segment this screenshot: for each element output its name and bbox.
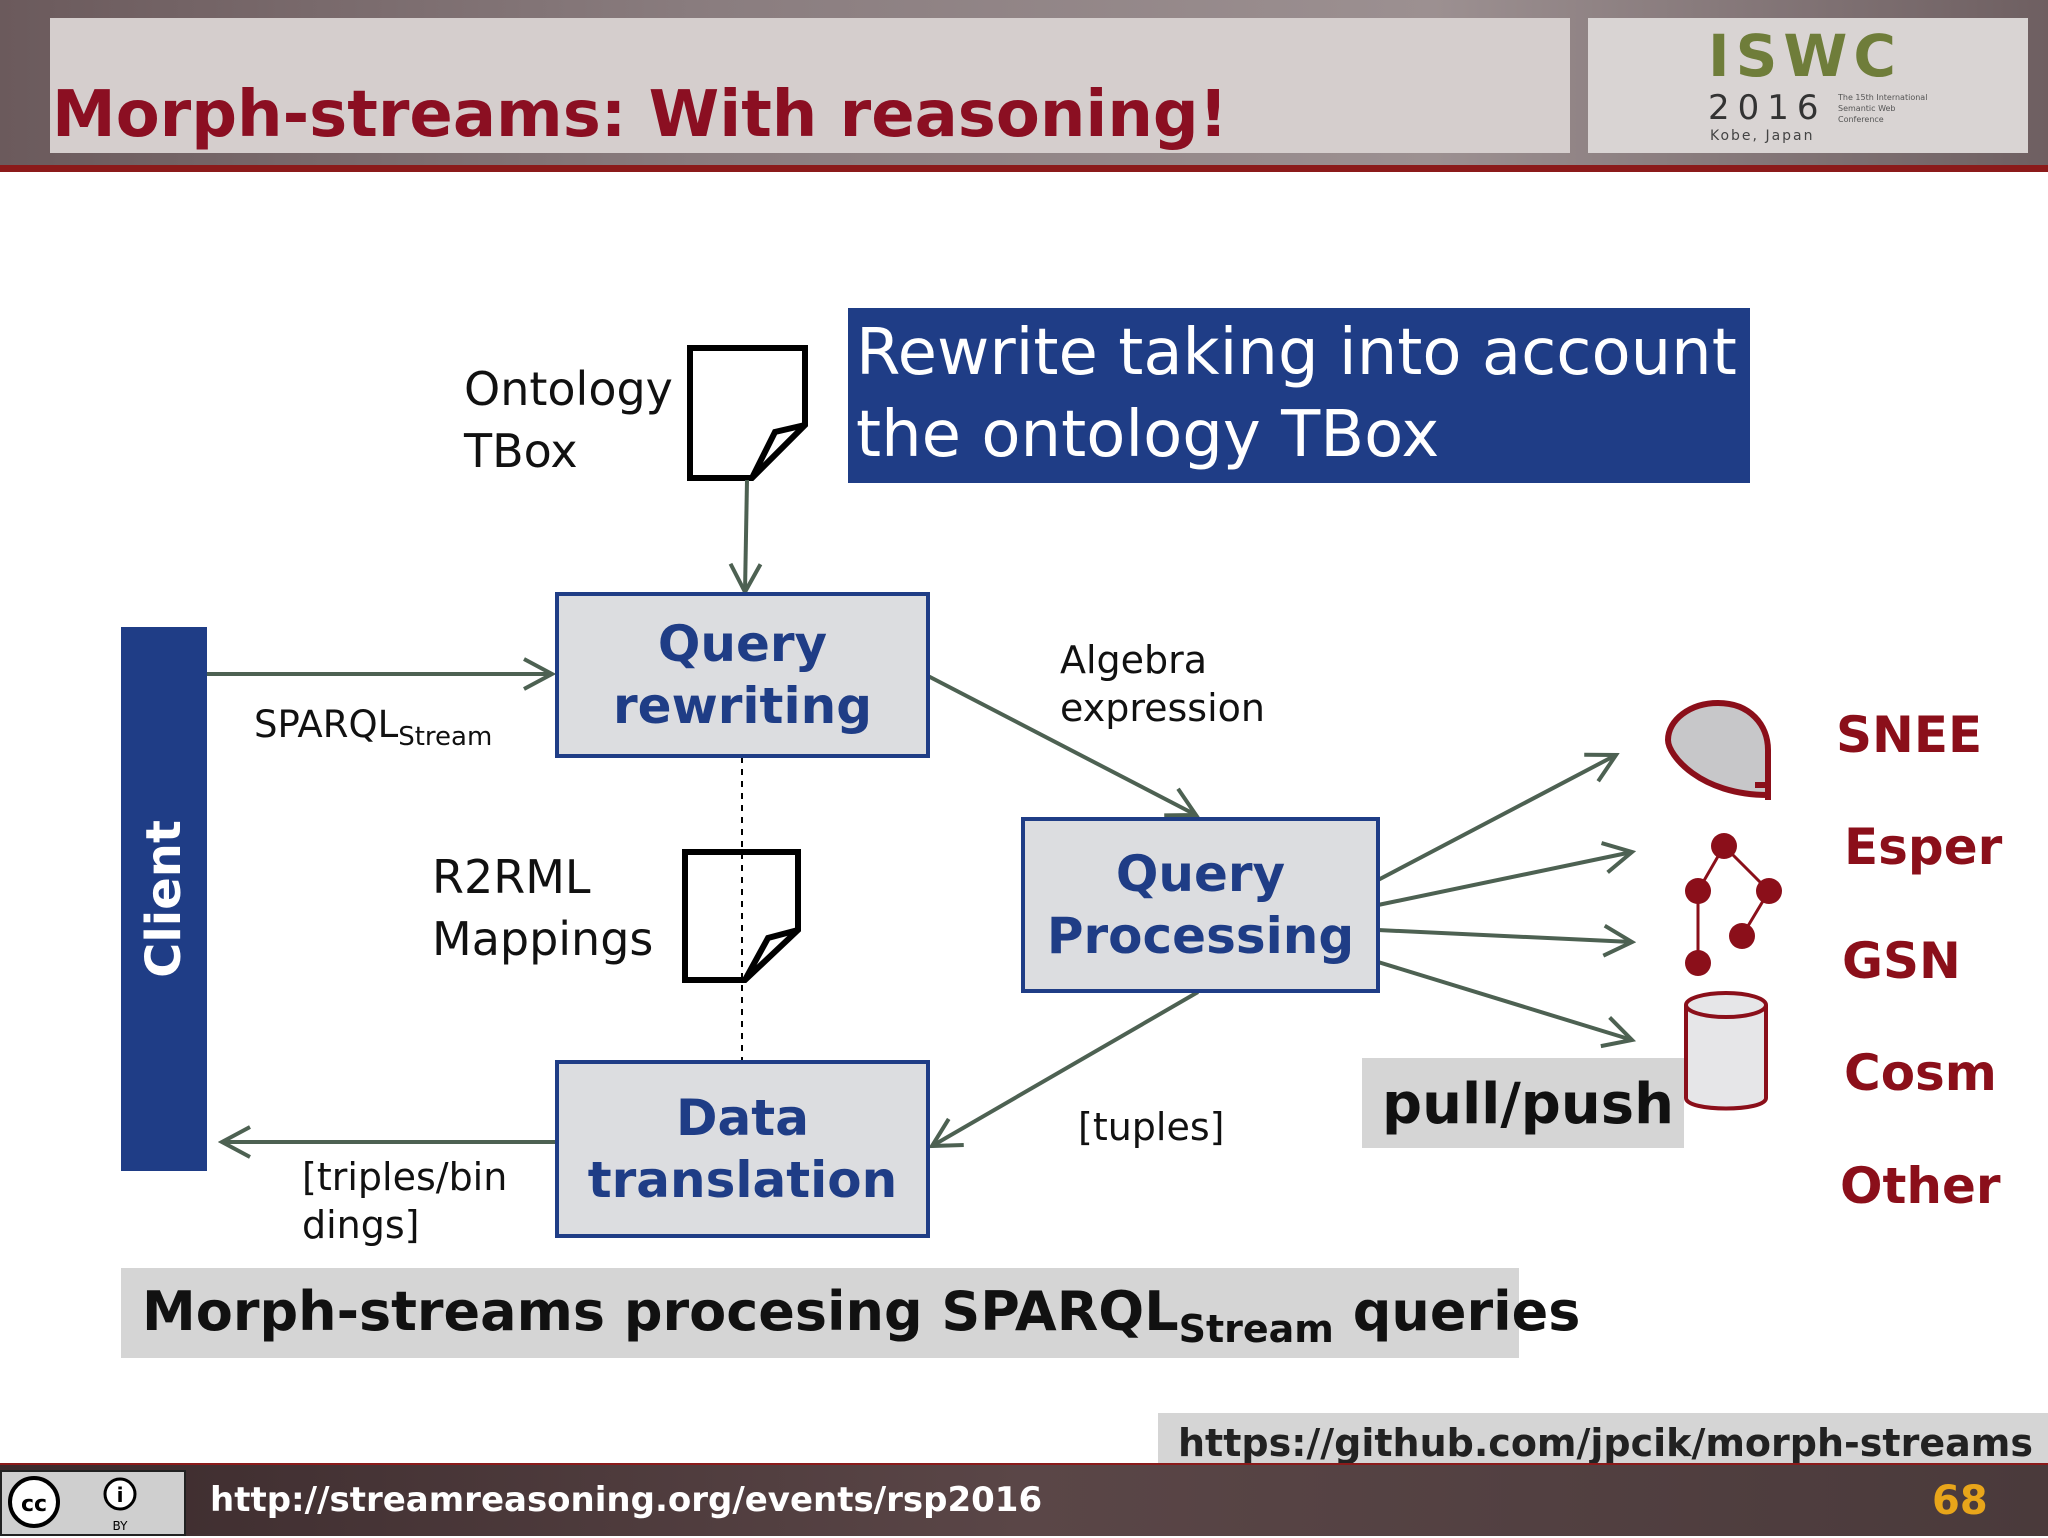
logo-year: 2016 (1708, 88, 1827, 128)
caption-main: Morph-streams procesing SPARQL (142, 1280, 1179, 1343)
logo-letters: ISWC (1708, 22, 1902, 90)
mappings-label: Mappings (432, 912, 654, 966)
engine-cosm: Cosm (1844, 1044, 1997, 1102)
ontology-document-icon (687, 345, 808, 481)
query-rewriting-label: Query rewriting (613, 615, 872, 735)
fanout-arrow-2 (1377, 852, 1632, 907)
callout-text: Rewrite taking into account the ontology… (856, 316, 1737, 472)
sparql-stream-label: SPARQLStream (254, 703, 492, 752)
client-label: Client (136, 820, 192, 978)
pull-push-label: pull/push (1382, 1072, 1674, 1137)
query-processing-box: Query Processing (1021, 817, 1380, 993)
svg-text:i: i (117, 1483, 124, 1507)
data-translation-box: Data translation (555, 1060, 930, 1238)
page-number: 68 (1932, 1478, 1988, 1524)
footer-background (0, 1465, 2048, 1536)
graph-nodes-icon (1685, 833, 1782, 976)
fanout-arrow-1 (1377, 755, 1616, 882)
github-link[interactable]: https://github.com/jpcik/morph-streams (1178, 1421, 2033, 1465)
title-panel (50, 18, 1570, 153)
ontology-label: Ontology (464, 362, 673, 416)
triples-label: [triples/bin (302, 1155, 508, 1199)
iswc-logo (1588, 18, 2028, 153)
rewriting-to-processing-arrow (927, 674, 1196, 815)
engine-other: Other (1840, 1157, 2001, 1215)
client-panel (121, 627, 207, 1171)
logo-city: Kobe, Japan (1710, 128, 1815, 144)
fanout-arrow-4 (1377, 960, 1632, 1040)
database-cylinder-icon (1684, 991, 1768, 1111)
caption-tail: queries (1352, 1280, 1581, 1343)
algebra-label: Algebra (1060, 638, 1208, 682)
tbox-label: TBox (464, 424, 578, 478)
caption-sub: Stream (1178, 1307, 1334, 1351)
slide-title: Morph-streams: With reasoning! (52, 78, 1228, 152)
bindings-label: dings] (302, 1203, 420, 1247)
sparql-label-main: SPARQL (254, 703, 399, 746)
pull-push-panel (1362, 1058, 1684, 1148)
data-translation-label: Data translation (587, 1089, 898, 1209)
engine-snee: SNEE (1836, 706, 1983, 764)
logo-subtitle: The 15th International Semantic Web Conf… (1838, 93, 1928, 124)
svg-text:BY: BY (113, 1519, 129, 1533)
query-processing-label: Query Processing (1046, 845, 1355, 965)
fanout-arrow-3 (1377, 930, 1632, 942)
footer-url[interactable]: http://streamreasoning.org/events/rsp201… (210, 1480, 1043, 1520)
caption-text: Morph-streams procesing SPARQLStream que… (142, 1280, 1580, 1351)
expression-label: expression (1060, 686, 1265, 730)
ontology-to-rewriting-arrow (745, 479, 747, 592)
callout-box (848, 308, 1750, 483)
speech-bubble-icon (1664, 699, 1771, 800)
cc-by-icon: cc i BY (0, 1470, 186, 1536)
svg-text:cc: cc (21, 1492, 47, 1517)
processing-to-translation-arrow (932, 990, 1200, 1146)
query-rewriting-box: Query rewriting (555, 592, 930, 758)
header-divider (0, 165, 2048, 172)
tuples-label: [tuples] (1078, 1105, 1225, 1149)
sparql-label-sub: Stream (398, 722, 493, 752)
engine-gsn: GSN (1842, 932, 1961, 990)
caption-panel (121, 1268, 1519, 1358)
engine-esper: Esper (1844, 818, 2003, 876)
cc-license-icon: cc i BY (8, 1476, 137, 1533)
r2rml-label: R2RML (432, 850, 591, 904)
